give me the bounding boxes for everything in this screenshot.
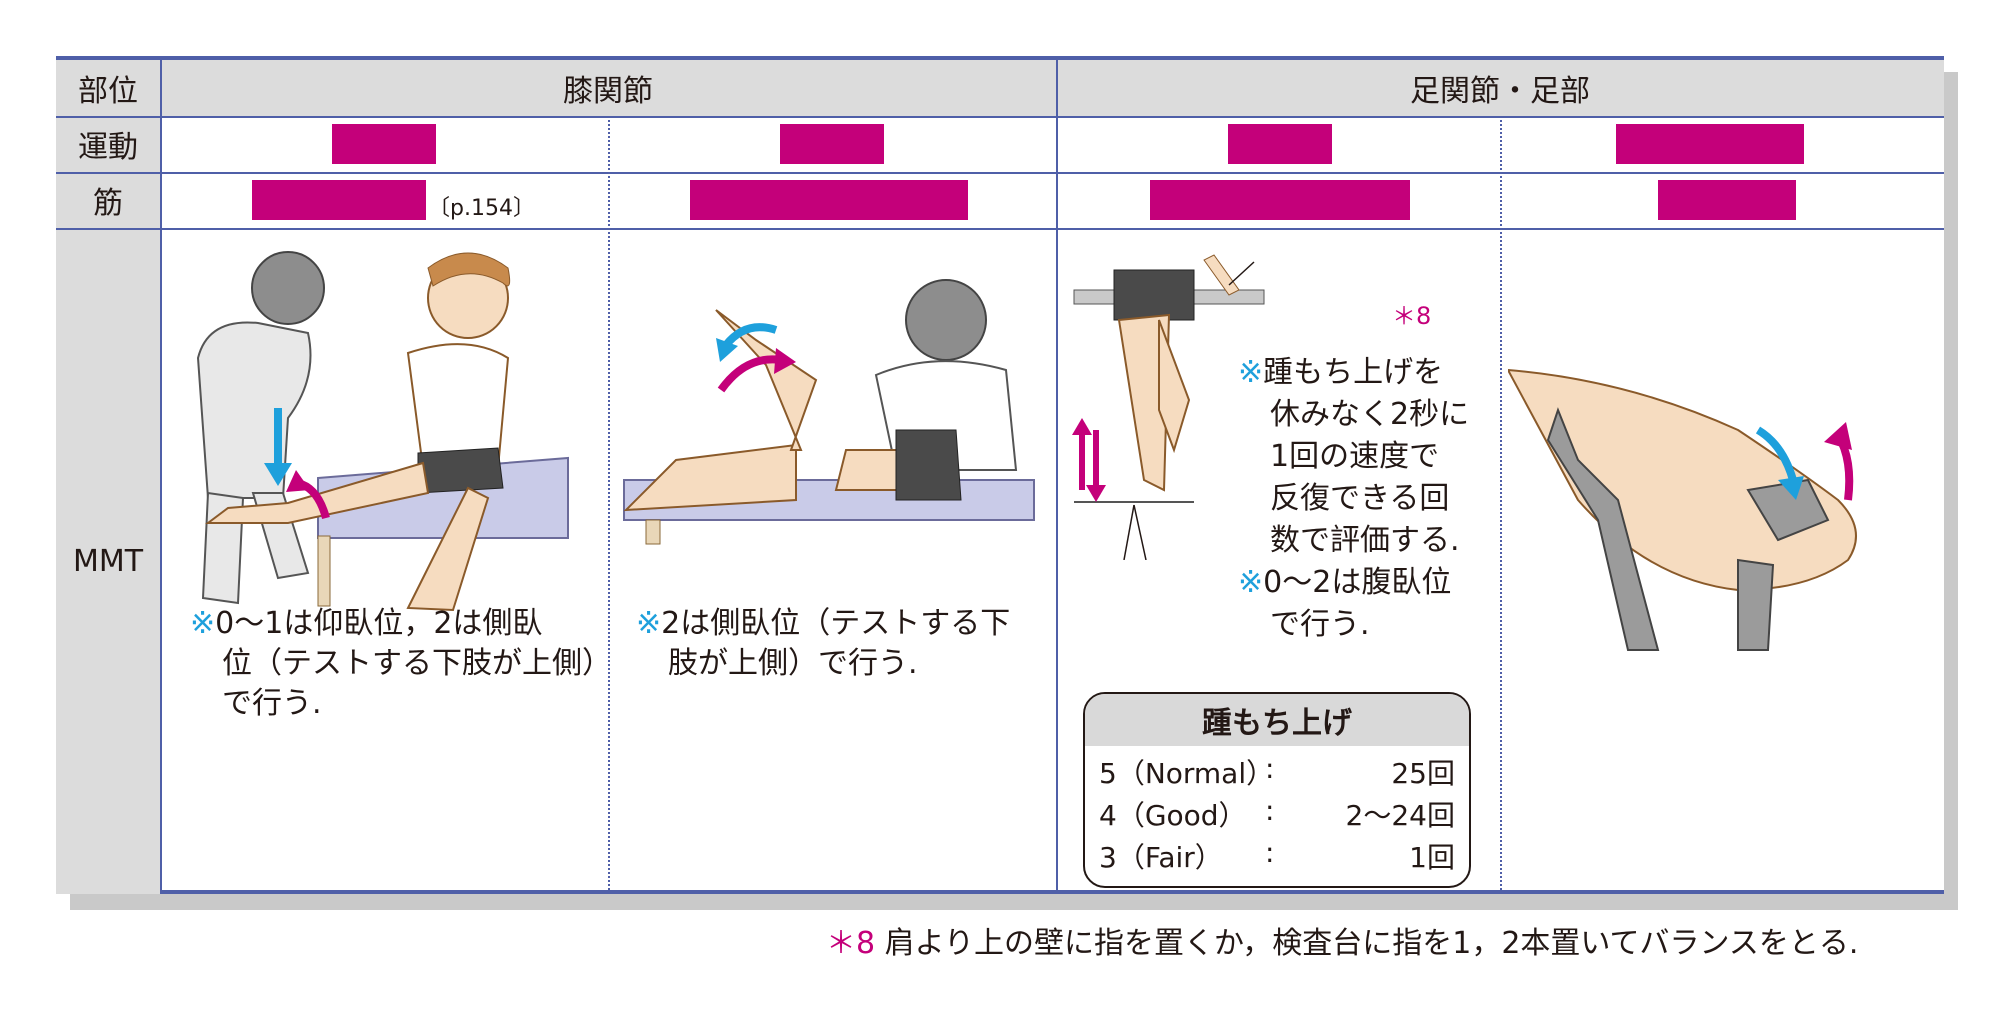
rule: [56, 228, 1944, 230]
grade-count: 1回: [1409, 841, 1455, 874]
note-line: 反復できる回: [1270, 481, 1450, 516]
star8-marker: ＊8: [1392, 302, 1432, 330]
grade-row: 5（Normal） : 25回: [1085, 746, 1469, 790]
note-line: 0〜1は仰臥位，2は側臥: [215, 606, 543, 641]
note-line: 0〜2は腹臥位: [1263, 565, 1452, 600]
note-line: 1回の速度で: [1270, 439, 1440, 474]
row-movement: 運動: [56, 116, 160, 172]
rule: [160, 60, 162, 894]
note-mark: ※: [636, 606, 662, 641]
heel-raise-grading-box: 踵もち上げ 5（Normal） : 25回 4（Good） : 2〜24回 3（…: [1083, 692, 1471, 888]
note-line: 位（テストする下肢が上側）: [222, 646, 612, 681]
rule: [1500, 116, 1502, 894]
header-ankle: 足関節・足部: [1056, 60, 1944, 116]
heel-raise-title: 踵もち上げ: [1085, 694, 1469, 746]
row-muscle: 筋: [56, 172, 160, 228]
mmt-table: 部位 膝関節 足関節・足部 運動 筋 MMT 〔p.154〕: [56, 56, 1944, 894]
note-plantar-flexion: ※踵もち上げを 休みなく2秒に 1回の速度で 反復できる回 数で評価する. ※0…: [1238, 352, 1469, 646]
redacted-muscle-knee-flex: [690, 180, 968, 220]
note-mark: ※: [1238, 355, 1264, 390]
grade-sep: :: [1265, 794, 1275, 827]
redacted-movement-knee-flex: [780, 124, 884, 164]
row-mmt-label: MMT: [72, 543, 144, 579]
note-line: 踵もち上げを: [1263, 355, 1444, 390]
grade-row: 3（Fair） : 1回: [1085, 830, 1469, 874]
knee-extension-illustration: [196, 251, 569, 612]
rule: [1056, 60, 1058, 894]
note-line: 2は側臥位（テストする下: [661, 606, 1011, 641]
header-part: 部位: [56, 60, 160, 116]
redacted-movement-plantar: [1228, 124, 1332, 164]
row-muscle-label: 筋: [93, 186, 123, 221]
grade-count: 2〜24回: [1345, 799, 1455, 832]
row-movement-label: 運動: [78, 130, 138, 165]
note-knee-flexion: ※2は側臥位（テストする下 肢が上側）で行う.: [636, 604, 1010, 684]
note-knee-extension: ※0〜1は仰臥位，2は側臥 位（テストする下肢が上側） で行う.: [190, 604, 612, 724]
footnote-text: 肩より上の壁に指を置くか，検査台に指を1，2本置いてバランスをとる.: [884, 926, 1859, 961]
footnote-mark: ＊8: [826, 926, 876, 961]
heel-raise-illustration: [1072, 254, 1265, 560]
note-line: 休みなく2秒に: [1270, 397, 1470, 432]
knee-flexion-illustration: [623, 279, 1035, 545]
rule: [608, 116, 610, 894]
dorsiflexion-illustration: [1508, 368, 1857, 651]
row-mmt: MMT: [56, 228, 160, 894]
header-knee: 膝関節: [160, 60, 1056, 116]
grade-label: 3（Fair）: [1099, 841, 1223, 874]
redacted-muscle-knee-ext: [252, 180, 426, 220]
header-part-label: 部位: [78, 74, 138, 109]
page-reference: 〔p.154〕: [428, 196, 535, 221]
grade-count: 25回: [1391, 757, 1455, 790]
redacted-movement-knee-ext: [332, 124, 436, 164]
redacted-muscle-dorsi: [1658, 180, 1796, 220]
note-line: で行う.: [1270, 607, 1370, 642]
rule: [56, 172, 1944, 174]
grade-sep: :: [1265, 836, 1275, 869]
note-mark: ※: [190, 606, 216, 641]
redacted-muscle-plantar: [1150, 180, 1410, 220]
note-line: 肢が上側）で行う.: [668, 646, 918, 681]
grade-label: 4（Good）: [1099, 799, 1247, 832]
grade-sep: :: [1265, 752, 1275, 785]
grade-label: 5（Normal）: [1099, 757, 1275, 790]
header-ankle-label: 足関節・足部: [1410, 74, 1590, 109]
grade-row: 4（Good） : 2〜24回: [1085, 788, 1469, 832]
header-knee-label: 膝関節: [563, 74, 653, 109]
note-line: 数で評価する.: [1270, 523, 1460, 558]
note-mark: ※: [1238, 565, 1264, 600]
rule: [56, 116, 1944, 118]
redacted-movement-dorsi: [1616, 124, 1804, 164]
footnote: ＊8 肩より上の壁に指を置くか，検査台に指を1，2本置いてバランスをとる.: [826, 918, 1858, 962]
note-line: で行う.: [222, 686, 322, 721]
